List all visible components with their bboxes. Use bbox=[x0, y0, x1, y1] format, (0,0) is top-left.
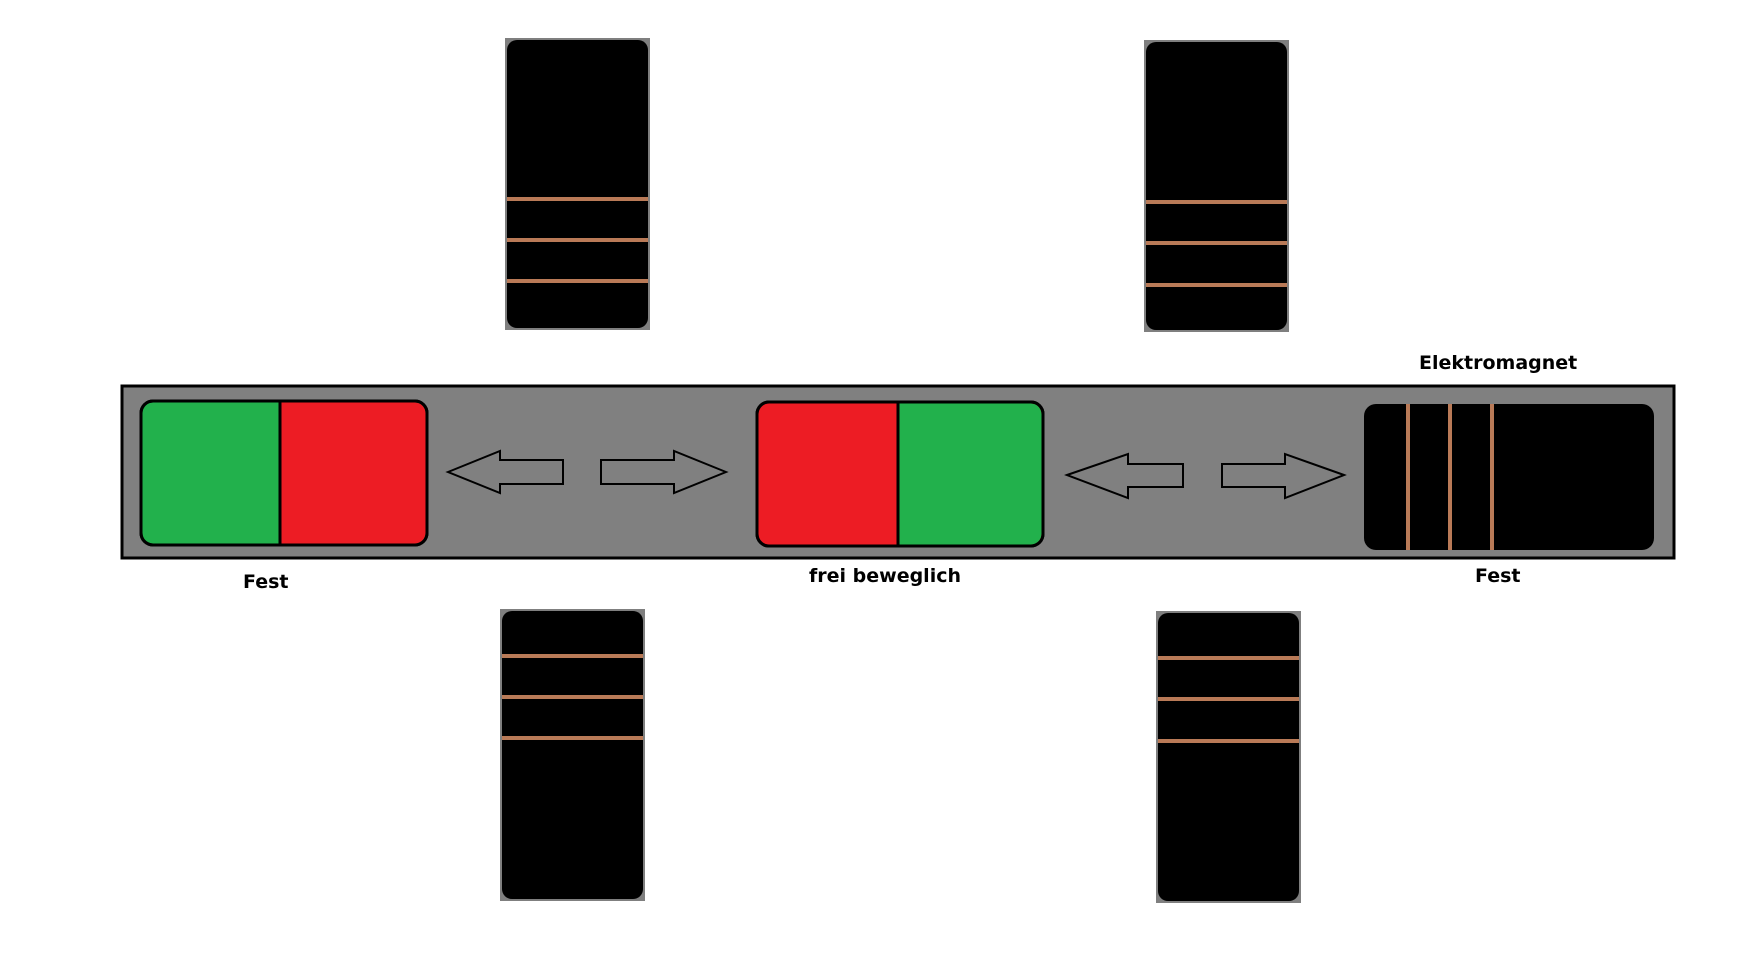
arrow-right-icon bbox=[1221, 452, 1347, 500]
coil-top-left bbox=[505, 38, 650, 330]
coil-top-right bbox=[1144, 40, 1289, 332]
coil-bottom-right bbox=[1156, 611, 1301, 903]
magnet-middle-free bbox=[755, 400, 1045, 548]
electromagnet-right-fixed bbox=[1364, 404, 1654, 550]
arrow-left-icon bbox=[1064, 452, 1184, 500]
label-left-magnet: Fest bbox=[243, 571, 289, 593]
arrow-right-icon bbox=[600, 449, 729, 495]
magnet-left-fixed bbox=[139, 399, 429, 547]
label-right-magnet: Fest bbox=[1475, 565, 1521, 587]
label-middle-magnet: frei beweglich bbox=[809, 565, 961, 587]
arrow-left-icon bbox=[445, 449, 564, 495]
coil-bottom-left bbox=[500, 609, 645, 901]
label-electromagnet: Elektromagnet bbox=[1419, 352, 1578, 374]
